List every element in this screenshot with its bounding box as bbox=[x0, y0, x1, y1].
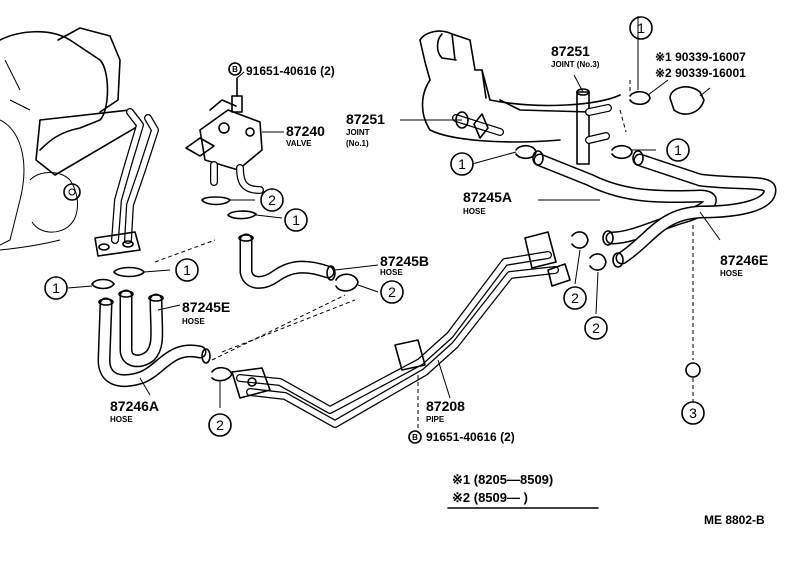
pipe-87208-number: 87208 bbox=[426, 398, 465, 414]
callout-circles: 1 1 1 2 1 1 1 2 2 2 2 3 bbox=[44, 16, 705, 437]
callout-1-engine: 1 bbox=[175, 258, 199, 282]
engine-block bbox=[0, 27, 159, 257]
svg-text:2: 2 bbox=[268, 192, 276, 208]
callout-1-joint-no3: 1 bbox=[666, 138, 690, 162]
hose-87245b-number: 87245B bbox=[380, 253, 429, 269]
joints bbox=[211, 86, 705, 382]
part-labels: 91651-40616 (2) 87251 JOINT (No.3) ※1 90… bbox=[110, 43, 768, 444]
svg-text:3: 3 bbox=[689, 405, 697, 421]
svg-text:1: 1 bbox=[292, 212, 300, 228]
callout-1-valve: 1 bbox=[284, 208, 308, 232]
bolt-top-number: 91651-40616 (2) bbox=[246, 64, 335, 78]
bolt-badge-top: B bbox=[228, 62, 242, 76]
svg-text:1: 1 bbox=[674, 142, 682, 158]
joint-no3-number: 87251 bbox=[551, 43, 590, 59]
joint-no3-name: JOINT (No.3) bbox=[551, 60, 600, 69]
callout-2-pipe-right-b: 2 bbox=[584, 316, 608, 340]
legend: ※1 (8205—8509) ※2 (8509— ) bbox=[447, 472, 599, 509]
alt-1-number: ※1 90339-16007 bbox=[655, 50, 746, 64]
alt-2-number: ※2 90339-16001 bbox=[655, 66, 746, 80]
hose-87245a-87246e-shape bbox=[532, 150, 777, 268]
heater-valve bbox=[185, 77, 264, 220]
hose-87246a-name: HOSE bbox=[110, 415, 133, 424]
callout-1-left: 1 bbox=[44, 276, 68, 300]
svg-text:1: 1 bbox=[637, 20, 645, 36]
valve-name: VALVE bbox=[286, 139, 312, 148]
joint-no1-name-1: JOINT bbox=[346, 128, 370, 137]
svg-text:2: 2 bbox=[216, 417, 224, 433]
guide-lines bbox=[154, 80, 701, 432]
hose-87245a-number: 87245A bbox=[463, 189, 512, 205]
bolt-badge-bottom: B bbox=[408, 430, 422, 444]
legend-line-2: ※2 (8509— ) bbox=[452, 490, 528, 505]
callout-2-valve: 2 bbox=[260, 188, 284, 212]
pipe-87208-name: PIPE bbox=[426, 415, 445, 424]
hose-87245b-shape bbox=[238, 233, 359, 292]
callout-1-joint-no1: 1 bbox=[450, 152, 474, 176]
legend-line-1: ※1 (8205—8509) bbox=[452, 472, 553, 487]
callout-2-hose-b: 2 bbox=[380, 280, 404, 304]
hose-87246a-number: 87246A bbox=[110, 398, 159, 414]
svg-text:1: 1 bbox=[52, 280, 60, 296]
svg-text:1: 1 bbox=[183, 262, 191, 278]
hose-87245a-name: HOSE bbox=[463, 207, 486, 216]
svg-text:2: 2 bbox=[388, 284, 396, 300]
svg-text:B: B bbox=[232, 65, 238, 74]
pipe-87208-shape bbox=[231, 231, 571, 428]
svg-text:B: B bbox=[412, 433, 418, 442]
diagram-code: ME 8802-B bbox=[704, 513, 765, 527]
svg-text:2: 2 bbox=[571, 290, 579, 306]
hose-87246e-number: 87246E bbox=[720, 252, 768, 268]
bolt-bottom-number: 91651-40616 (2) bbox=[426, 430, 515, 444]
svg-text:1: 1 bbox=[458, 156, 466, 172]
leader-lines bbox=[67, 16, 721, 408]
callout-2-pipe-left: 2 bbox=[208, 413, 232, 437]
svg-text:2: 2 bbox=[592, 320, 600, 336]
callout-3: 3 bbox=[681, 401, 705, 425]
callout-1-top-right: 1 bbox=[629, 16, 653, 40]
valve-number: 87240 bbox=[286, 123, 325, 139]
heater-unit bbox=[419, 30, 621, 143]
callout-2-pipe-right-a: 2 bbox=[563, 286, 587, 310]
hose-87245b-name: HOSE bbox=[380, 268, 403, 277]
hose-87245e-number: 87245E bbox=[182, 299, 230, 315]
hose-87246e-name: HOSE bbox=[720, 269, 743, 278]
joint-no1-number: 87251 bbox=[346, 111, 385, 127]
joint-no1-name-2: (No.1) bbox=[346, 139, 369, 148]
hose-87245e-name: HOSE bbox=[182, 317, 205, 326]
